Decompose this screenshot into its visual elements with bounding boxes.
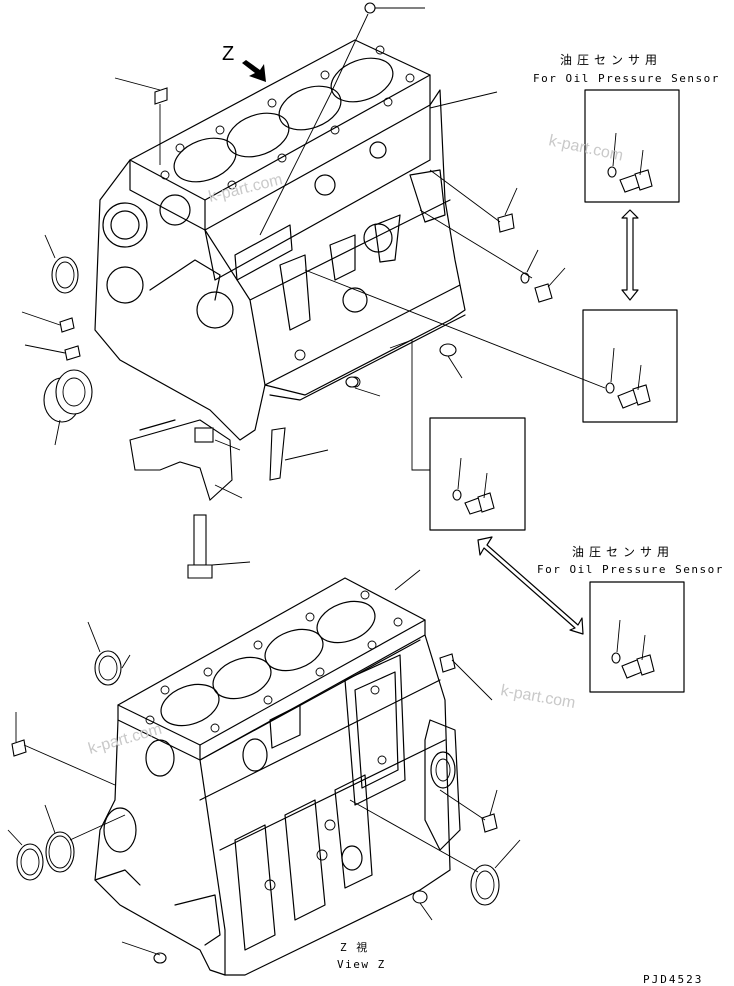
sensor-box-2	[582, 309, 678, 423]
sensor-label-bottom-en: For Oil Pressure Sensor	[537, 563, 724, 576]
watermark-4: k-part.com	[86, 721, 163, 758]
sensor-detail-bottom: 油圧センサ用 For Oil Pressure Sensor	[537, 545, 724, 693]
cylinder-block-lower	[94, 577, 461, 976]
cylinder-block-upper	[94, 39, 466, 441]
sensor-detail-mid	[429, 417, 584, 635]
loose-parts-lower	[7, 569, 521, 964]
view-z-arrow: Z	[222, 43, 266, 82]
sensor-box-3	[429, 417, 526, 531]
sensor-label-top-jp: 油圧センサ用	[560, 53, 662, 67]
loose-parts-upper	[21, 2, 606, 579]
view-caption-en: View Z	[337, 958, 386, 971]
sensor-box-1	[584, 89, 680, 203]
sensor-box-4	[589, 581, 685, 693]
view-caption-jp: Z 視	[340, 940, 369, 954]
watermark-3: k-part.com	[499, 682, 576, 712]
sensor-label-bottom-jp: 油圧センサ用	[572, 545, 674, 559]
view-z-caption: Z 視 View Z	[337, 940, 386, 971]
watermark-1: k-part.com	[547, 132, 624, 164]
sensor-detail-top: 油圧センサ用 For Oil Pressure Sensor	[533, 53, 720, 423]
drawing-code: PJD4523	[643, 973, 703, 986]
view-arrow-letter: Z	[222, 43, 234, 65]
sensor-label-top-en: For Oil Pressure Sensor	[533, 72, 720, 85]
